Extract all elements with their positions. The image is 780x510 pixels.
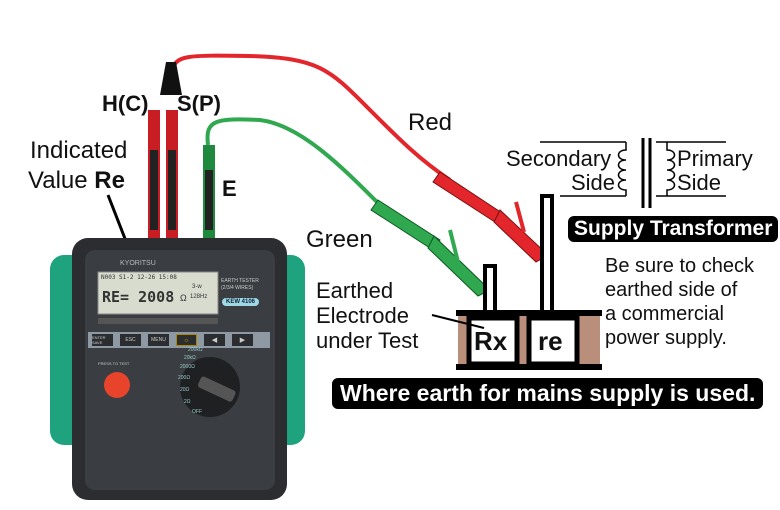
indicated-label: Indicated: [30, 137, 128, 164]
earthed-line: Electrode: [316, 303, 409, 328]
green-lead-wire: [205, 117, 382, 207]
re-text: Re: [94, 167, 125, 194]
device-title-2: (2/3/4 WIRES): [221, 285, 254, 291]
sp-label: S(P): [177, 91, 221, 116]
earth-tester-device: [50, 238, 305, 500]
lead-plug: [160, 62, 182, 95]
red-clip: [432, 171, 549, 263]
range-20k: 20kΩ: [184, 355, 196, 361]
value-text: Value: [28, 167, 88, 194]
press-to-test-button[interactable]: [104, 372, 130, 398]
enter-save-button[interactable]: ENTER SAVE: [92, 334, 113, 346]
display-status-line: N003 S1-2 12-26 15:08: [101, 274, 177, 281]
device-model-badge: KEW 4106: [222, 298, 260, 306]
mains-banner: Where earth for mains supply is used.: [332, 378, 764, 409]
range-200: 200Ω: [178, 375, 191, 381]
menu-button[interactable]: MENU: [148, 334, 169, 346]
green-label: Green: [306, 226, 373, 253]
red-label: Red: [408, 109, 453, 136]
press-to-test-label: PRESS TO TEST: [98, 361, 130, 366]
secondary-label-1: Secondary: [506, 146, 612, 171]
device-title-1: EARTH TESTER: [221, 278, 259, 284]
earth-block: [456, 194, 602, 370]
display-mode: 3-w: [192, 284, 202, 290]
green-clip: [370, 199, 491, 297]
supply-transformer-badge: Supply Transformer: [568, 216, 779, 242]
hc-label: H(C): [102, 91, 149, 116]
value-label: Value Re: [28, 168, 125, 194]
check-note-line: earthed side of: [605, 279, 738, 301]
check-note: Be sure to check earthed side of a comme…: [605, 254, 754, 350]
device-button-row: ENTER SAVE ESC MENU ☼ ◀ ▶: [92, 334, 253, 346]
left-button[interactable]: ◀: [204, 334, 225, 346]
range-off: OFF: [192, 409, 202, 415]
earthed-electrode-label: Earthed Electrode under Test: [316, 278, 418, 353]
rx-label: Rx: [474, 326, 508, 356]
check-note-line: a commercial: [605, 303, 724, 325]
backlight-button[interactable]: ☼: [176, 334, 197, 346]
e-label: E: [222, 176, 237, 201]
red-lead-wire: [170, 53, 452, 182]
primary-label-1: Primary: [677, 146, 753, 171]
range-2000: 2000Ω: [180, 364, 195, 370]
secondary-label-2: Side: [571, 170, 616, 195]
electrode-pointer-line: [431, 314, 485, 329]
primary-label-2: Side: [677, 170, 722, 195]
transformer-symbol: [540, 138, 726, 208]
right-button[interactable]: ▶: [232, 334, 253, 346]
range-20: 20Ω: [180, 387, 190, 393]
display-reading: RE= 2008: [102, 288, 175, 306]
re-electrode-label: re: [538, 326, 563, 356]
esc-button[interactable]: ESC: [120, 334, 141, 346]
display-frequency: 128Hz: [190, 294, 208, 300]
range-2: 2Ω: [184, 399, 191, 405]
device-brand: KYORITSU: [120, 260, 156, 267]
check-note-line: Be sure to check: [605, 255, 754, 277]
earthed-line: Earthed: [316, 278, 394, 303]
earthed-line: under Test: [316, 328, 419, 353]
range-dial[interactable]: 200kΩ 20kΩ 2000Ω 200Ω 20Ω 2Ω OFF: [178, 346, 250, 426]
display-unit: Ω: [180, 293, 187, 303]
check-note-line: power supply.: [605, 327, 727, 349]
test-probes: [148, 110, 215, 240]
range-200k: 200kΩ: [188, 347, 203, 353]
